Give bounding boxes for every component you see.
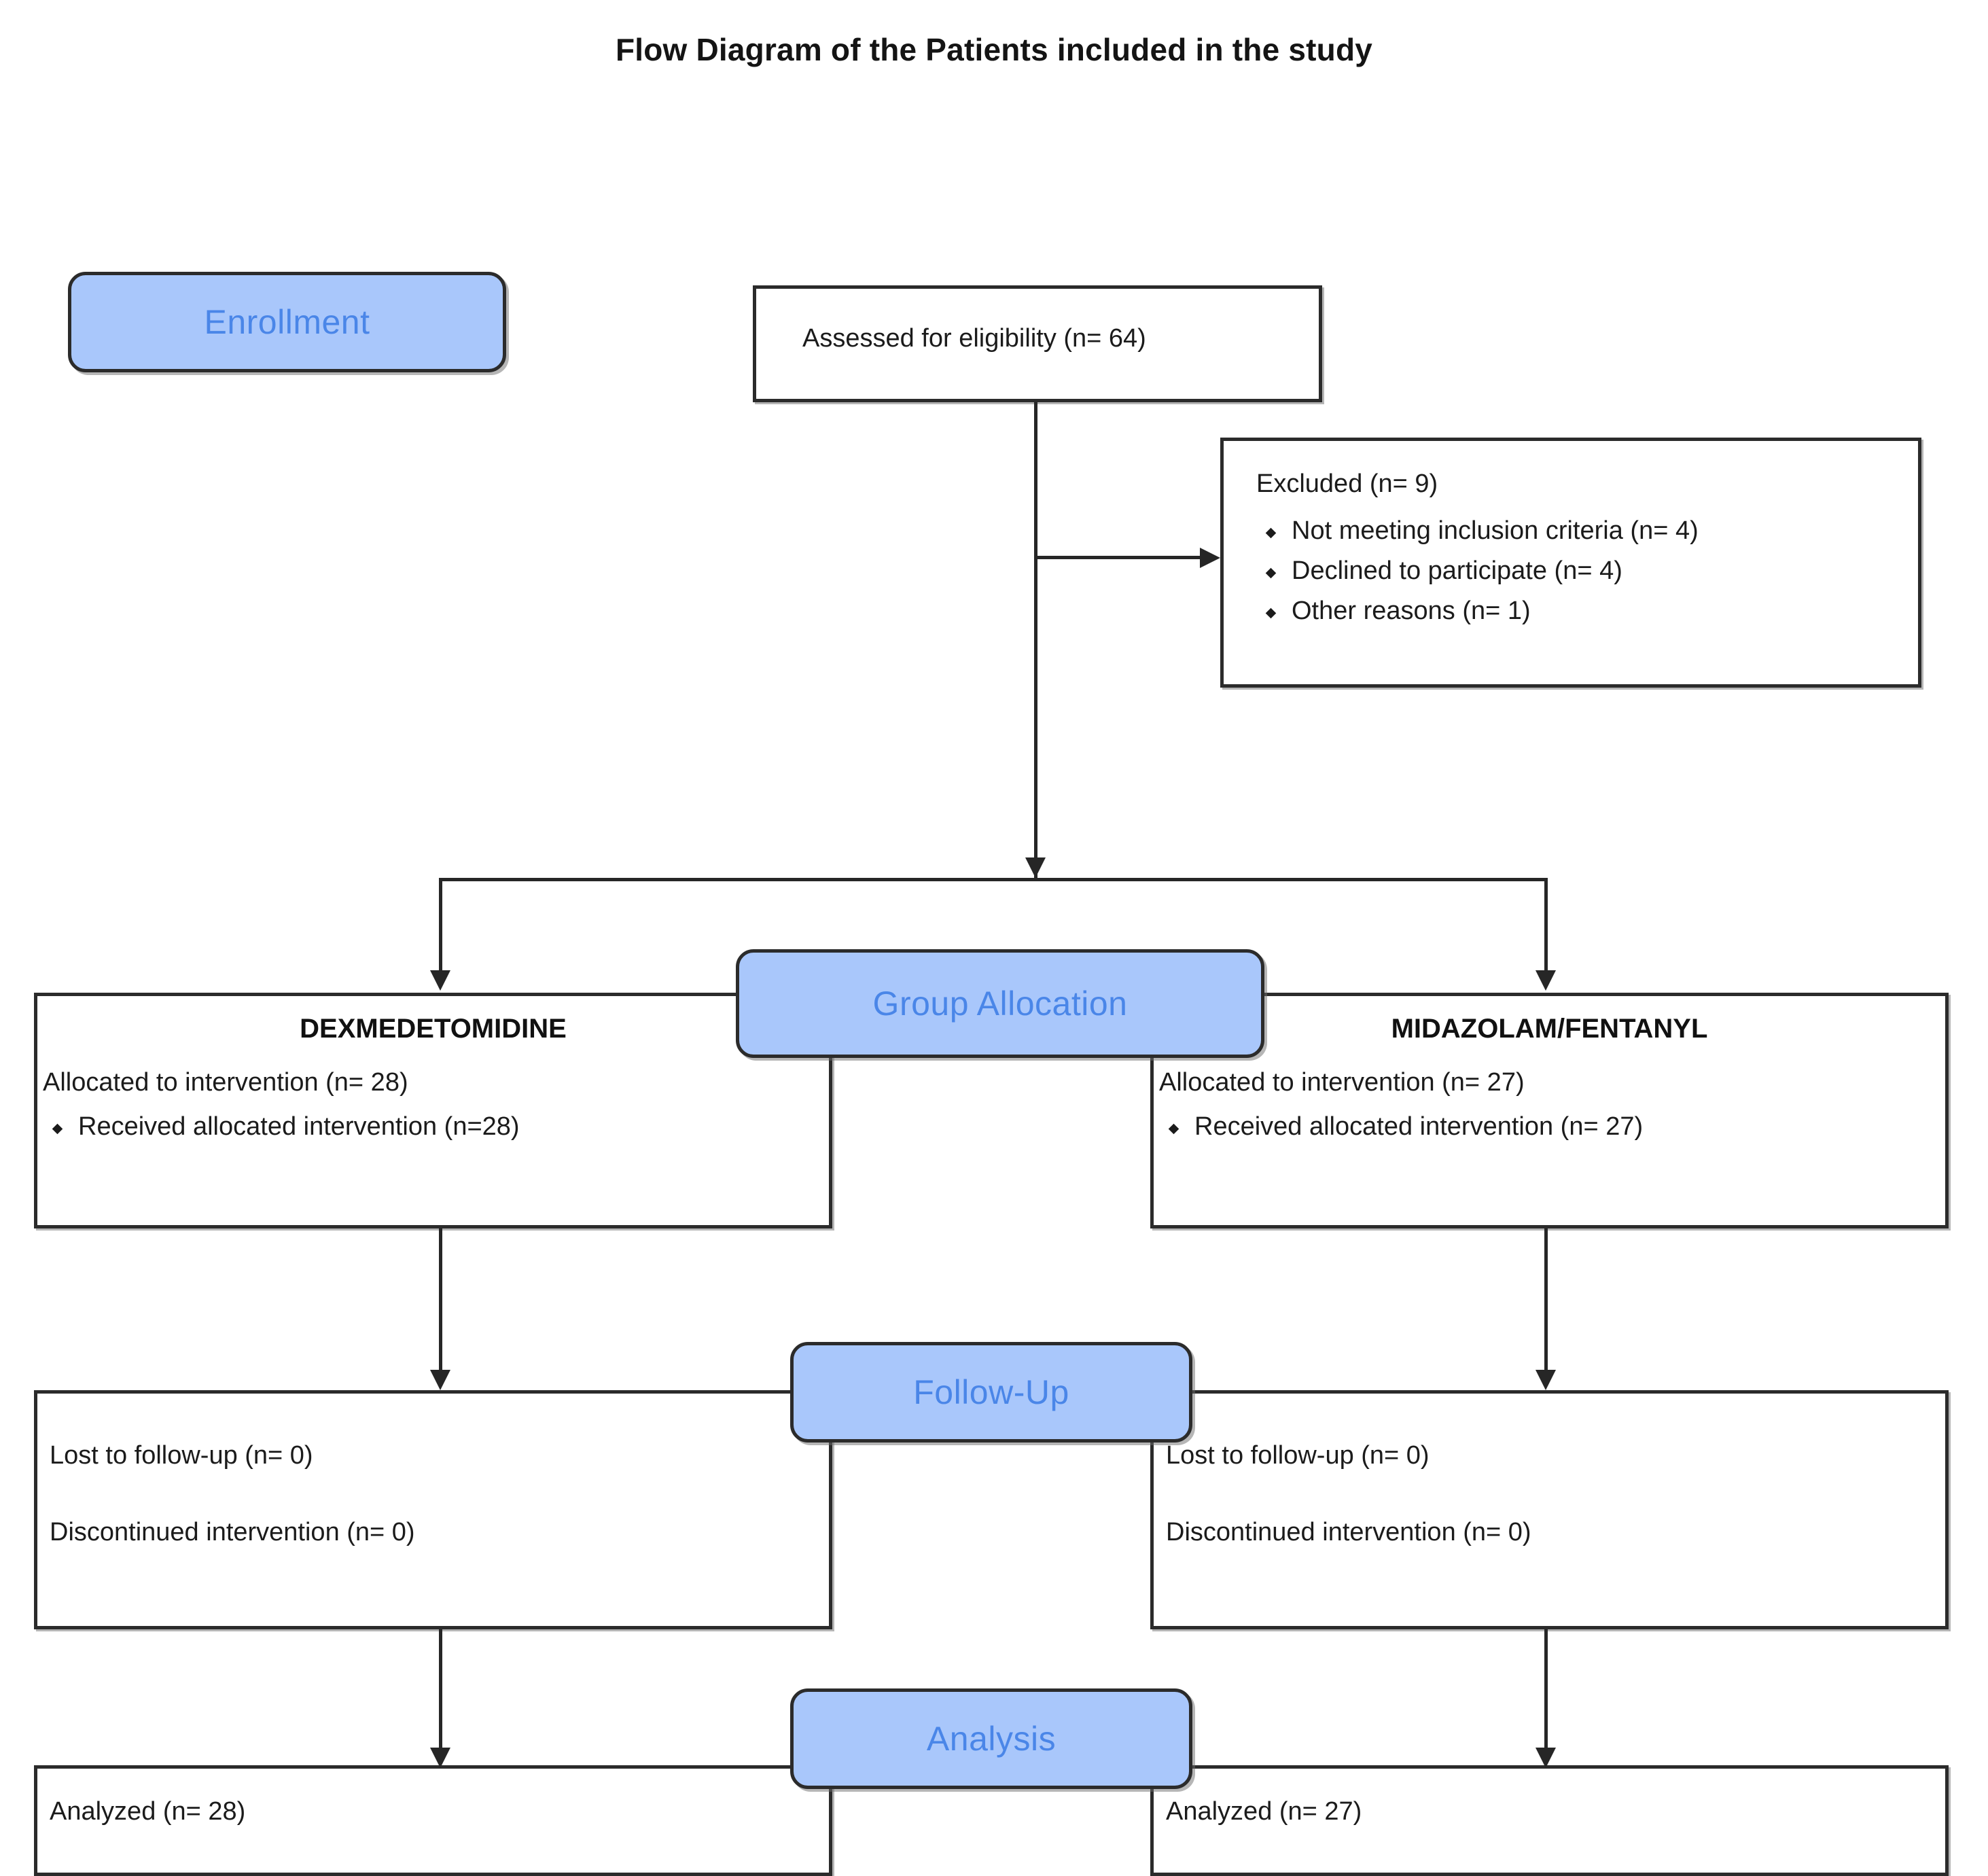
allocation-box-right: MIDAZOLAM/FENTANYL Allocated to interven… bbox=[1150, 993, 1949, 1228]
connector-right-followup-to-analysis bbox=[1544, 1629, 1548, 1750]
excluded-box: Excluded (n= 9) Not meeting inclusion cr… bbox=[1220, 438, 1921, 688]
allocation-left-list: Received allocated intervention (n=28) bbox=[43, 1107, 520, 1147]
stage-badge-enrollment: Enrollment bbox=[68, 272, 506, 372]
connector-split-left-vertical bbox=[439, 878, 442, 973]
analysis-box-left: Analyzed (n= 28) bbox=[34, 1765, 832, 1876]
stage-badge-followup-label: Follow-Up bbox=[913, 1373, 1069, 1411]
followup-box-left: Lost to follow-up (n= 0) Discontinued in… bbox=[34, 1390, 832, 1629]
excluded-reasons-list: Not meeting inclusion criteria (n= 4) De… bbox=[1256, 511, 1699, 631]
list-item: Declined to participate (n= 4) bbox=[1256, 551, 1699, 591]
followup-right-lost: Lost to follow-up (n= 0) bbox=[1166, 1441, 1430, 1470]
connector-split-right-arrowhead bbox=[1536, 970, 1556, 991]
connector-allocation-split-horizontal bbox=[439, 878, 1548, 881]
stage-badge-group-allocation-label: Group Allocation bbox=[872, 985, 1128, 1023]
followup-left-lost: Lost to follow-up (n= 0) bbox=[50, 1441, 313, 1470]
followup-right-discontinued: Discontinued intervention (n= 0) bbox=[1166, 1518, 1531, 1547]
allocation-right-group-title: MIDAZOLAM/FENTANYL bbox=[1391, 1014, 1708, 1044]
stage-badge-analysis-label: Analysis bbox=[926, 1720, 1057, 1758]
stage-badge-followup: Follow-Up bbox=[790, 1342, 1192, 1443]
connector-left-followup-to-analysis bbox=[439, 1629, 442, 1750]
connector-left-analysis-arrowhead bbox=[430, 1748, 450, 1768]
analysis-left-analyzed: Analyzed (n= 28) bbox=[50, 1797, 246, 1826]
followup-box-right: Lost to follow-up (n= 0) Discontinued in… bbox=[1150, 1390, 1949, 1629]
allocation-box-left: DEXMEDETOMIDINE Allocated to interventio… bbox=[34, 993, 832, 1228]
assessed-for-eligibility-text: Assessed for eligibility (n= 64) bbox=[802, 324, 1146, 353]
connector-right-followup-arrowhead bbox=[1536, 1370, 1556, 1390]
connector-excluded-arrowhead bbox=[1200, 548, 1220, 568]
connector-assessed-to-allocation bbox=[1034, 402, 1037, 878]
stage-badge-analysis: Analysis bbox=[790, 1688, 1192, 1789]
allocation-left-group-title: DEXMEDETOMIDINE bbox=[300, 1014, 567, 1044]
list-item: Not meeting inclusion criteria (n= 4) bbox=[1256, 511, 1699, 551]
list-item: Other reasons (n= 1) bbox=[1256, 591, 1699, 631]
list-item: Received allocated intervention (n=28) bbox=[43, 1107, 520, 1147]
connector-left-allocation-to-followup bbox=[439, 1228, 442, 1373]
list-item: Received allocated intervention (n= 27) bbox=[1159, 1107, 1643, 1147]
connector-assessed-to-excluded bbox=[1034, 556, 1204, 559]
allocation-right-allocated: Allocated to intervention (n= 27) bbox=[1159, 1068, 1525, 1097]
connector-right-analysis-arrowhead bbox=[1536, 1748, 1556, 1768]
followup-left-discontinued: Discontinued intervention (n= 0) bbox=[50, 1518, 415, 1547]
excluded-title: Excluded (n= 9) bbox=[1256, 470, 1438, 498]
connector-split-arrowhead bbox=[1025, 857, 1046, 878]
connector-split-right-vertical bbox=[1544, 878, 1548, 973]
assessed-for-eligibility-box: Assessed for eligibility (n= 64) bbox=[753, 285, 1322, 402]
analysis-right-analyzed: Analyzed (n= 27) bbox=[1166, 1797, 1362, 1826]
connector-left-followup-arrowhead bbox=[430, 1370, 450, 1390]
analysis-box-right: Analyzed (n= 27) bbox=[1150, 1765, 1949, 1876]
connector-right-allocation-to-followup bbox=[1544, 1228, 1548, 1373]
connector-split-left-arrowhead bbox=[430, 970, 450, 991]
page-title: Flow Diagram of the Patients included in… bbox=[615, 32, 1373, 67]
allocation-right-list: Received allocated intervention (n= 27) bbox=[1159, 1107, 1643, 1147]
allocation-left-allocated: Allocated to intervention (n= 28) bbox=[43, 1068, 408, 1097]
stage-badge-enrollment-label: Enrollment bbox=[204, 303, 370, 341]
stage-badge-group-allocation: Group Allocation bbox=[736, 949, 1264, 1058]
